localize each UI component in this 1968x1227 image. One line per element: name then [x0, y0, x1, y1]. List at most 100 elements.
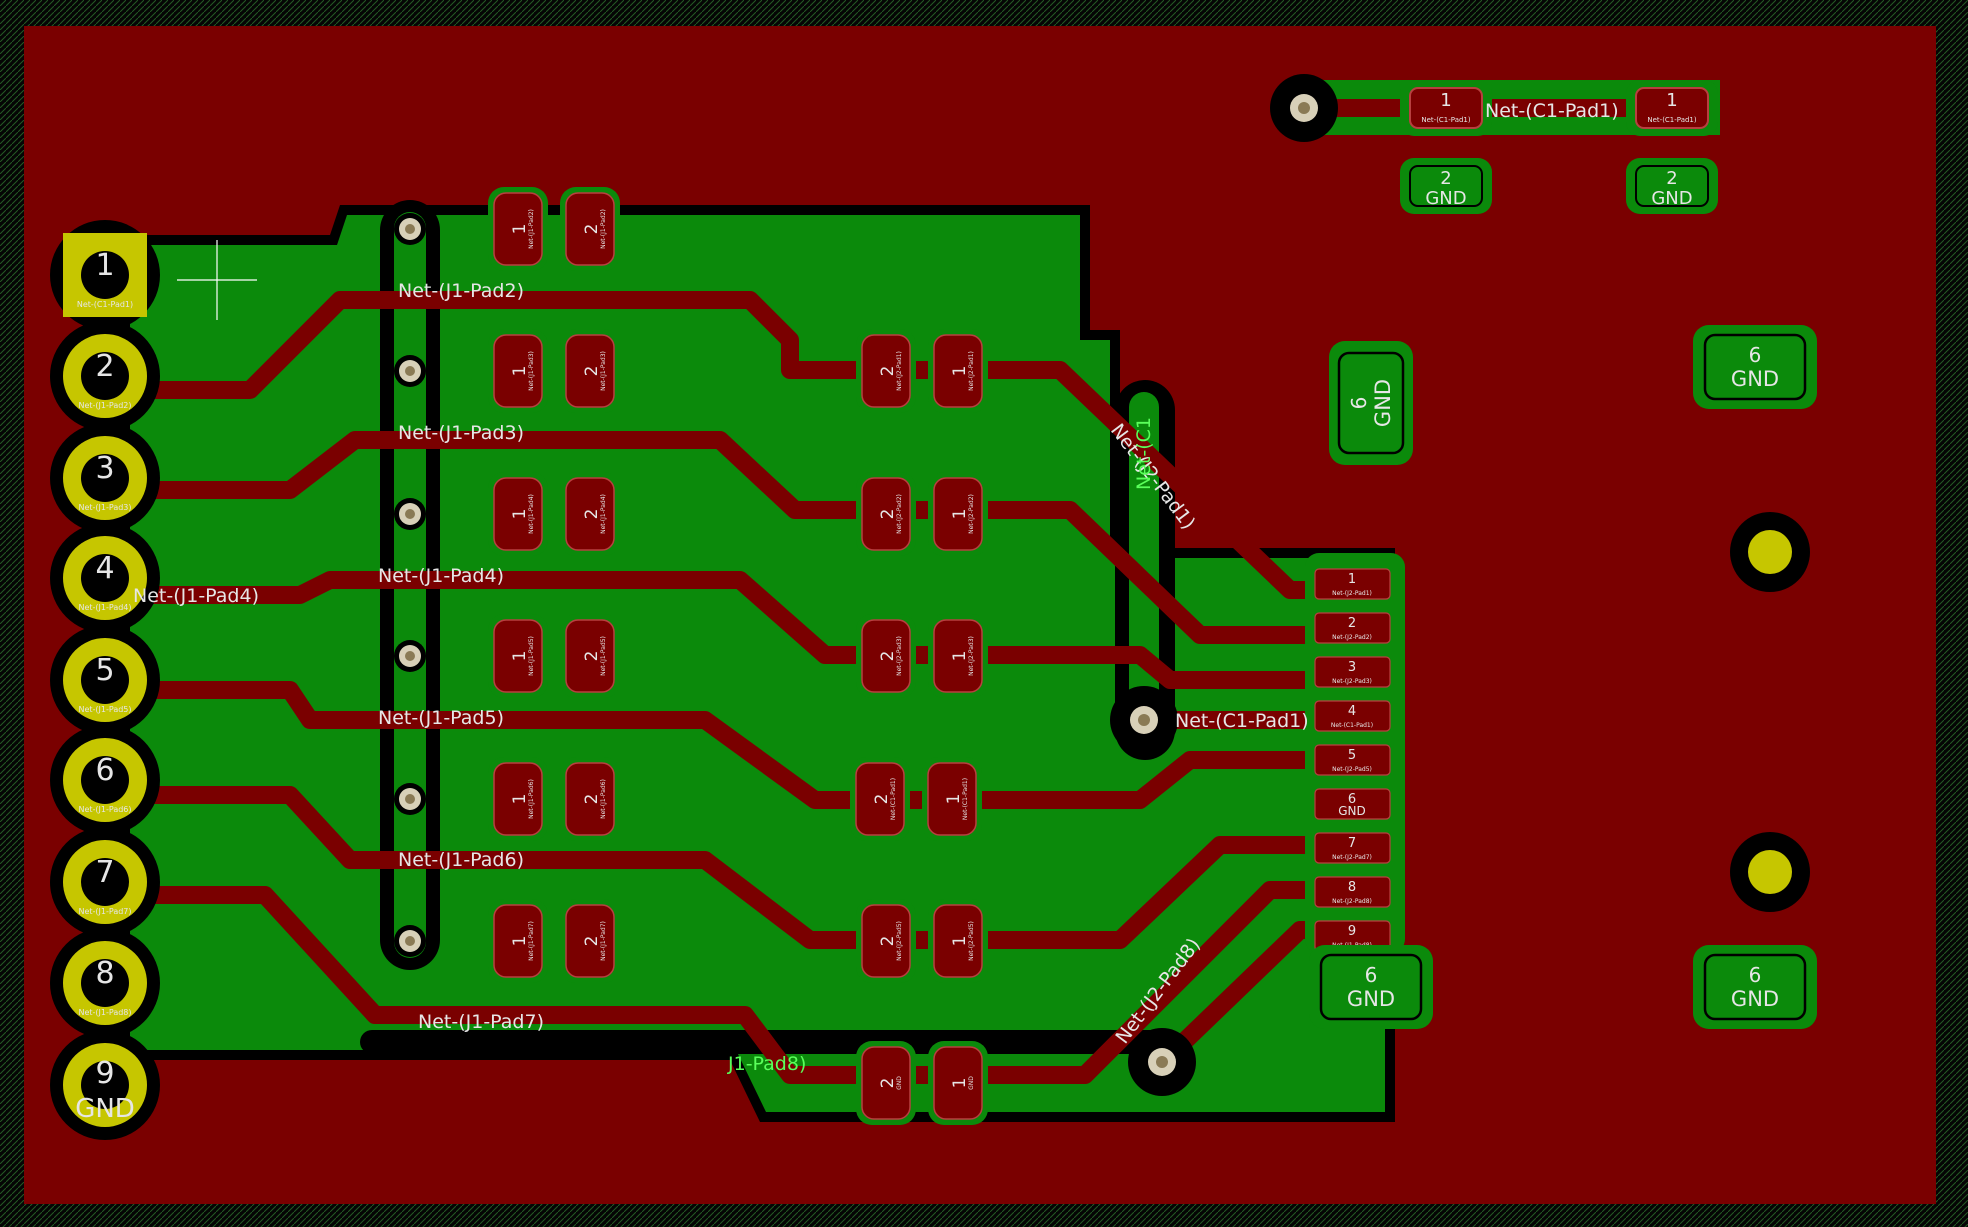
mount-pad-net: GND: [1731, 367, 1779, 391]
resistor-pad-net: Net-(J2-Pad5): [968, 921, 975, 961]
resistor-pad-number: 2: [582, 651, 602, 662]
resistor-array: 1Net-(J1-Pad2)2Net-(J1-Pad2)1Net-(J1-Pad…: [488, 187, 988, 1125]
resistor-pad-net: Net-(C1-Pad1): [962, 778, 969, 820]
j2-pin-number: 3: [1348, 660, 1356, 675]
resistor-pad-net: Net-(J1-Pad3): [528, 351, 535, 391]
j1-pin-net: Net-(J1-Pad4): [78, 603, 131, 612]
j1-pin-net: Net-(J1-Pad8): [78, 1008, 131, 1017]
j2-pin-net: Net-(J2-Pad5): [1332, 766, 1372, 773]
mount-pad-number: 6: [1749, 343, 1762, 367]
j1-pin-net: Net-(J1-Pad3): [78, 503, 131, 512]
resistor-pad-net: GND: [896, 1076, 903, 1090]
resistor-pad-net: Net-(J1-Pad4): [528, 494, 535, 534]
cap-pad-net: GND: [1425, 188, 1466, 209]
label-c1-vertical: Net-(C1: [1133, 417, 1155, 490]
resistor-pad-number: 1: [950, 651, 970, 662]
j1-gnd-label: GND: [75, 1094, 135, 1124]
resistor-pad-number: 2: [582, 936, 602, 947]
resistor-pad-net: Net-(J2-Pad2): [896, 494, 903, 534]
j1-pin-net: Net-(J1-Pad2): [78, 401, 131, 410]
resistor-pad-net: Net-(J1-Pad7): [600, 921, 607, 961]
resistor-pad-number: 2: [582, 366, 602, 377]
j1-pin-net: Net-(C1-Pad1): [77, 300, 133, 309]
resistor-pad-number: 1: [950, 1078, 970, 1089]
label-j1-pad2: Net-(J1-Pad2): [398, 280, 524, 302]
label-j1-pad3: Net-(J1-Pad3): [398, 422, 524, 444]
resistor-pad-number: 1: [510, 366, 530, 377]
j2-pin-number: 9: [1348, 924, 1356, 939]
gnd-bus-vias: [394, 213, 426, 957]
j1-pin-number: 5: [95, 653, 114, 688]
j1-pin-number: 7: [95, 855, 114, 890]
label-j1-pad5: Net-(J1-Pad5): [378, 707, 504, 729]
label-j1-pad6: Net-(J1-Pad6): [398, 849, 524, 871]
cap-pad-net: Net-(C1-Pad1): [1421, 116, 1471, 124]
resistor-pad-net: Net-(C1-Pad1): [890, 778, 897, 820]
resistor-pad-number: 1: [510, 224, 530, 235]
resistor-pad-net: Net-(J2-Pad2): [968, 494, 975, 534]
resistor-pad-number: 1: [950, 509, 970, 520]
resistor-pad-net: Net-(J1-Pad4): [600, 494, 607, 534]
resistor-pad-number: 2: [582, 794, 602, 805]
j2-pin-number: 8: [1348, 880, 1356, 895]
j2-pin-number: 2: [1348, 616, 1356, 631]
mount-pad-net: GND: [1371, 379, 1395, 427]
j1-pin-number: 8: [95, 956, 114, 991]
resistor-pad-net: Net-(J1-Pad3): [600, 351, 607, 391]
mount-pad-number: 6: [1749, 963, 1762, 987]
j1-pin-number: 9: [95, 1056, 114, 1091]
mount-pad-net: GND: [1731, 987, 1779, 1011]
resistor-pad-net: Net-(J1-Pad2): [600, 209, 607, 249]
resistor-pad-net: Net-(J1-Pad2): [528, 209, 535, 249]
